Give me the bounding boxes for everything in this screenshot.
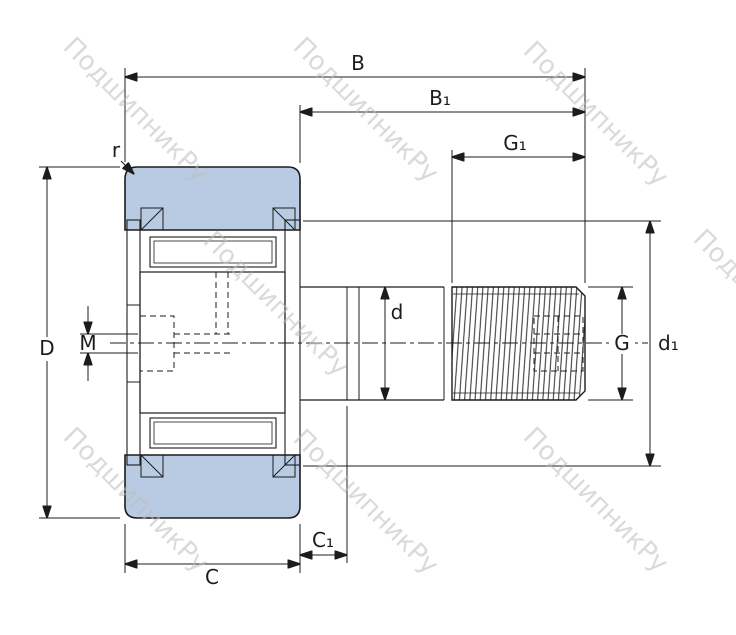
watermark-text: ПодшипникРу: [517, 36, 674, 193]
dim-label-C1: C₁: [312, 528, 334, 552]
dimension-C: C: [125, 524, 300, 589]
dimensions: B B₁ G₁ r D M: [33, 51, 679, 589]
dimension-B1: B₁: [300, 86, 585, 163]
watermark-text: ПодшипникРу: [287, 32, 444, 189]
dimension-C1: C₁: [300, 406, 347, 563]
retaining-lips: [140, 207, 296, 478]
watermark-text: ПодшипникРу: [57, 32, 214, 189]
dim-label-G: G: [614, 331, 630, 355]
dim-label-M: M: [79, 331, 96, 355]
thread-section: [451, 286, 586, 401]
dimension-d1: d₁: [303, 221, 679, 466]
dimension-B: B: [125, 51, 585, 283]
outer-ring-top-section: [124, 166, 301, 231]
dimension-d: d: [385, 287, 403, 400]
dimension-r: r: [112, 138, 134, 174]
watermark-text: ПодшипникРу: [687, 224, 736, 381]
dim-label-r: r: [112, 138, 121, 162]
needle-rollers: [149, 236, 277, 449]
dimension-G: G: [588, 287, 635, 400]
dimension-G1: G₁: [452, 131, 585, 283]
dim-label-B1: B₁: [429, 86, 451, 110]
dimension-D: D: [33, 167, 120, 518]
dim-label-B: B: [351, 51, 365, 75]
dim-label-d: d: [391, 300, 404, 324]
dim-label-d1: d₁: [658, 331, 679, 355]
outer-ring-bottom-section: [124, 454, 301, 519]
outer-ring: [124, 166, 301, 519]
dim-label-D: D: [39, 336, 54, 360]
dimension-M: M: [76, 306, 138, 381]
dim-label-G1: G₁: [503, 131, 527, 155]
dim-label-C: C: [205, 565, 219, 589]
watermark-text: ПодшипникРу: [287, 424, 444, 581]
bearing-section: [110, 166, 648, 519]
